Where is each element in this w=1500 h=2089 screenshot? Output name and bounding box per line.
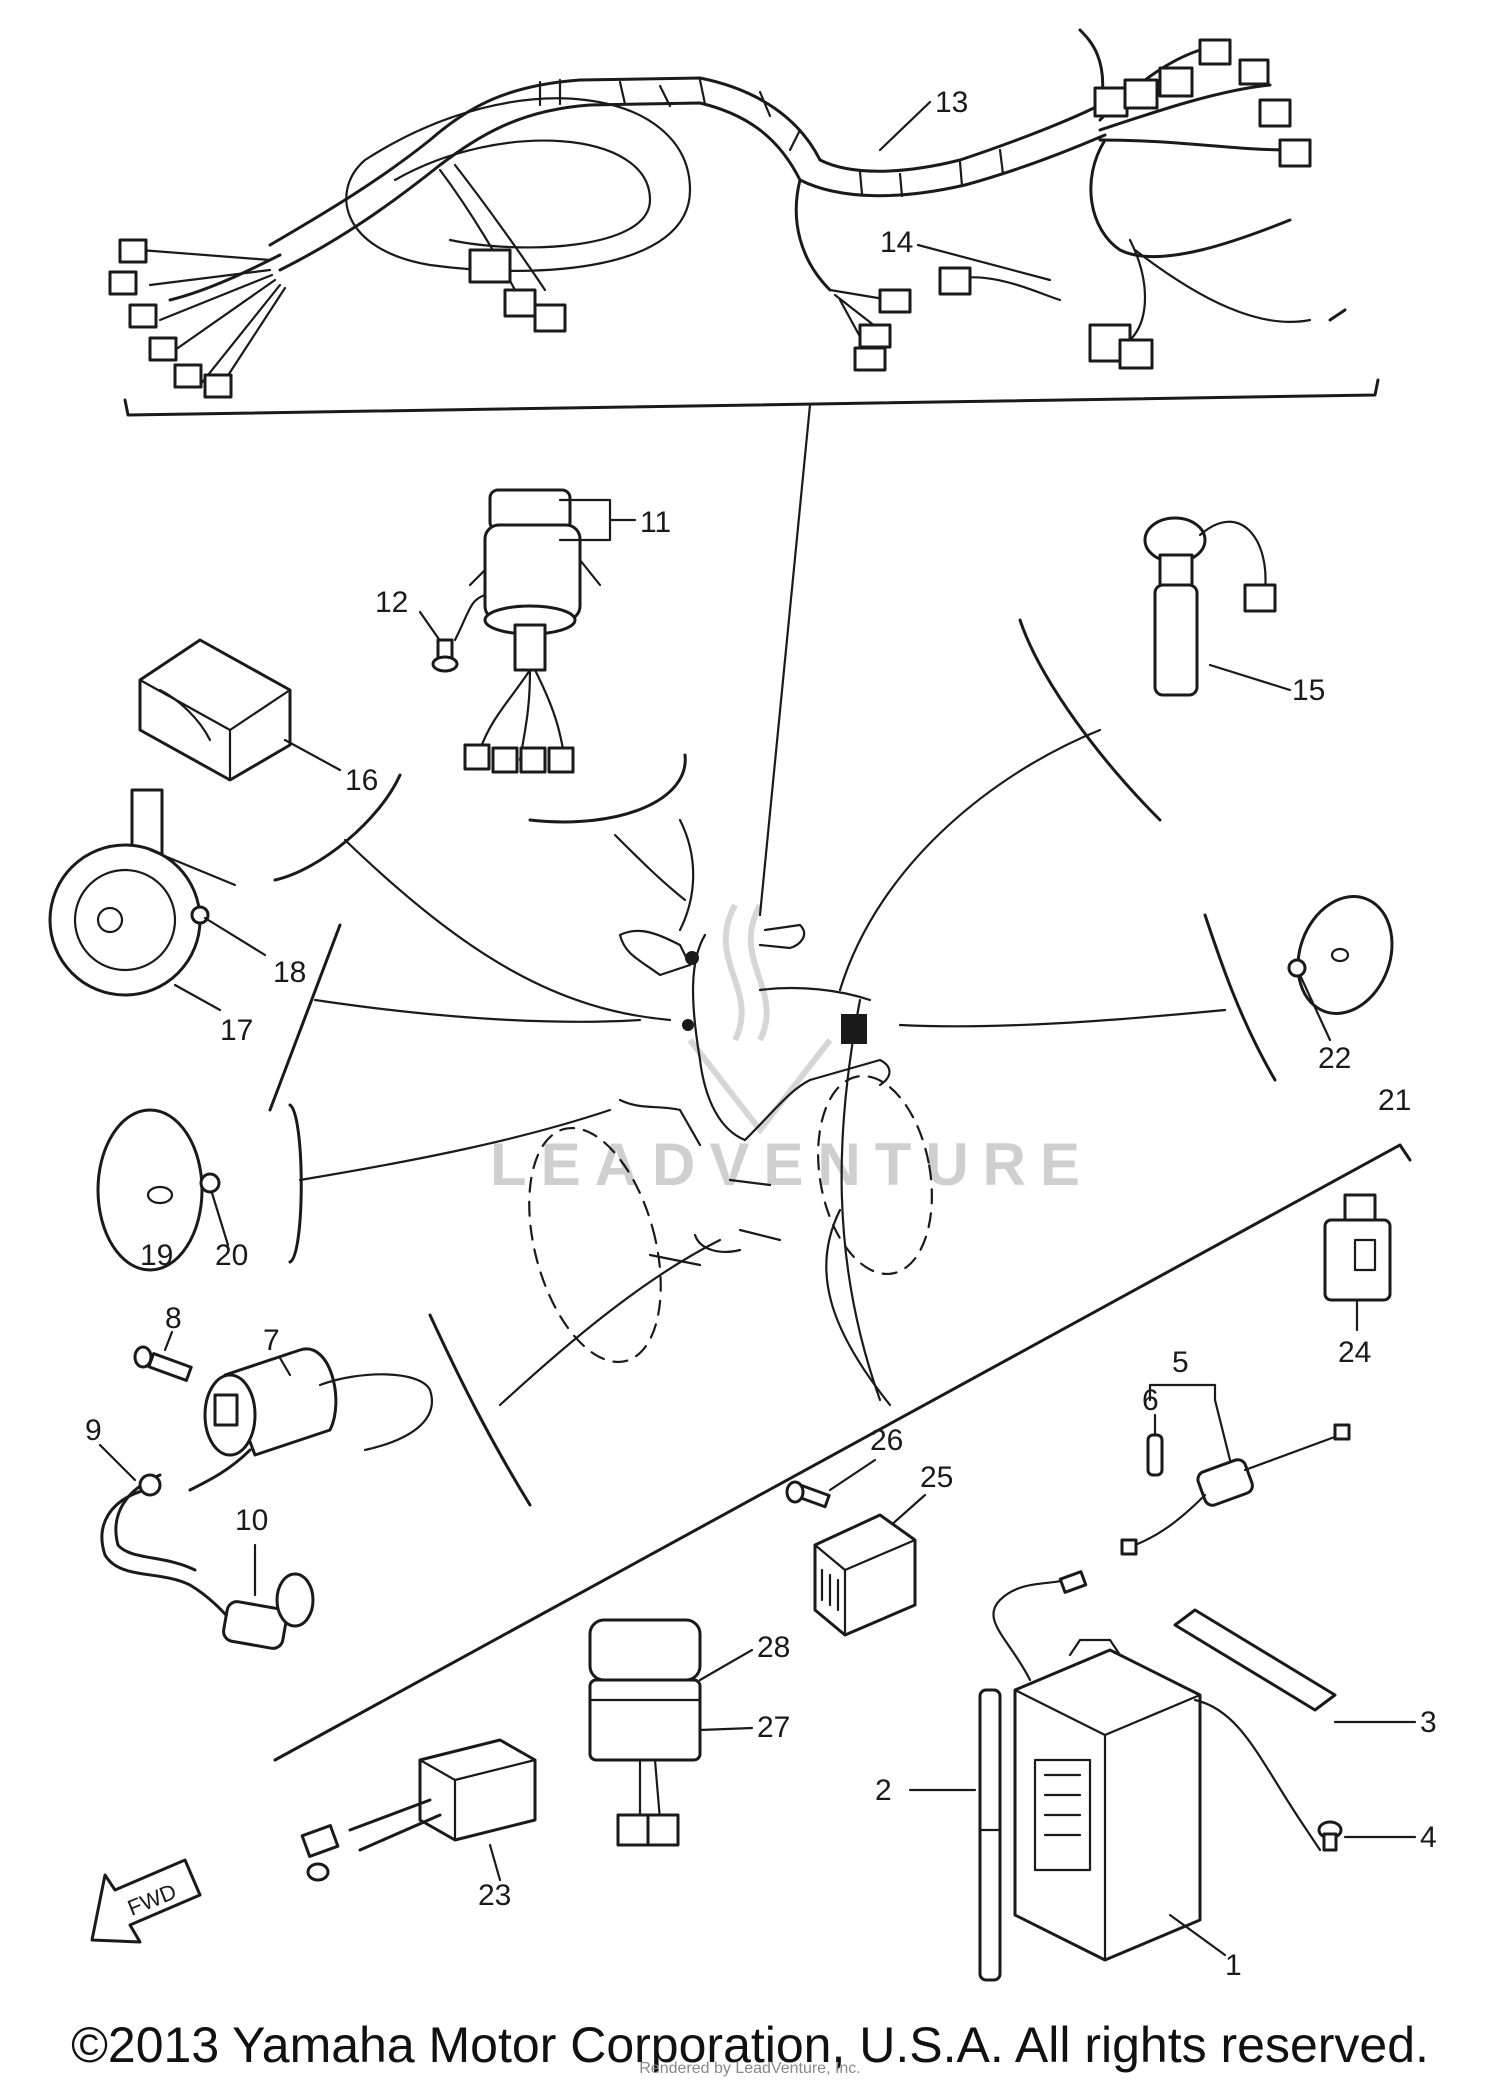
callout-15: 15: [1292, 674, 1325, 707]
bolt-8: [133, 1345, 193, 1382]
leader-23: [488, 1843, 502, 1882]
callout-18: 18: [273, 956, 306, 989]
callout-22: 22: [1318, 1042, 1351, 1075]
callout-21: 21: [1378, 1084, 1411, 1117]
callout-13: 13: [935, 86, 968, 119]
screw-26: [785, 1480, 831, 1509]
relay-27-28: [588, 1618, 702, 1847]
callout-8: 8: [165, 1302, 182, 1335]
watermark-text: LEADVENTURE: [490, 1131, 1094, 1198]
leader-28: [698, 1648, 754, 1682]
leader-1: [1168, 1913, 1227, 1957]
leader-27: [698, 1726, 754, 1732]
rendered-by-text: Rendered by LeadVenture, Inc.: [639, 2060, 861, 2077]
battery-band-2: [978, 1688, 1002, 1982]
callout-28: 28: [757, 1631, 790, 1664]
callout-19: 19: [140, 1239, 173, 1272]
fuse-holder-5: [1120, 1398, 1351, 1556]
leader-22: [1298, 973, 1332, 1042]
fwd-arrow-icon: FWD: [90, 1858, 202, 1944]
ignition-coil-7: [188, 1347, 433, 1492]
unit-23: [300, 1738, 537, 1882]
callout-10: 10: [235, 1504, 268, 1537]
exploded-view-svg: LEADVENTURE: [48, 28, 1437, 1982]
group-brackets: [268, 618, 1412, 1762]
leader-20: [210, 1191, 230, 1247]
callout-23: 23: [478, 1879, 511, 1912]
callout-1: 1: [1225, 1949, 1242, 1982]
callout-9: 9: [85, 1414, 102, 1447]
plug-cap-9-10: [100, 1473, 315, 1650]
leader-12b: [453, 593, 487, 642]
nut-20: [199, 1172, 221, 1194]
screw-12: [431, 638, 459, 673]
battery-1: [992, 1570, 1322, 1962]
callout-6: 6: [1142, 1384, 1159, 1417]
callout-16: 16: [345, 764, 378, 797]
leader-8: [163, 1330, 174, 1352]
unit-15: [1143, 516, 1277, 697]
wire-harness-13: [108, 28, 1380, 417]
watermark-logo: [687, 903, 833, 1135]
callout-11: 11: [640, 506, 671, 539]
callout-20: 20: [215, 1239, 248, 1272]
relay-box-16: [138, 638, 292, 782]
copyright-footer: ©2013 Yamaha Motor Corporation, U.S.A. A…: [71, 2017, 1429, 2073]
battery-plate-3: [1173, 1608, 1337, 1712]
leader-18: [203, 916, 267, 957]
main-switch-11: [463, 488, 602, 774]
horn-17: [48, 788, 237, 997]
callout-4: 4: [1420, 1821, 1437, 1854]
cover-19: [96, 1108, 204, 1272]
callout-26: 26: [870, 1424, 903, 1457]
leader-26: [828, 1458, 877, 1492]
center-leaders: [298, 403, 1227, 1407]
callout-2: 2: [875, 1774, 892, 1807]
callout-12: 12: [375, 586, 408, 619]
callout-7: 7: [263, 1324, 280, 1357]
leader-17: [173, 983, 222, 1012]
callout-3: 3: [1420, 1706, 1437, 1739]
callout-5: 5: [1172, 1346, 1189, 1379]
leader-5-bracket: [1148, 1383, 1217, 1402]
leader-9: [98, 1443, 137, 1482]
callout-25: 25: [920, 1461, 953, 1494]
callout-24: 24: [1338, 1336, 1371, 1369]
leader-15: [1208, 663, 1292, 692]
rectifier-24: [1323, 1193, 1392, 1302]
callout-17: 17: [220, 1014, 253, 1047]
fuse-6: [1146, 1433, 1164, 1477]
leader-16: [283, 738, 342, 772]
cover-21: [1296, 895, 1394, 1015]
screw-22: [1287, 958, 1307, 978]
bracket-19-20: [288, 1103, 303, 1264]
callout-14: 14: [880, 226, 913, 259]
leader-13: [878, 100, 932, 152]
flasher-relay-25: [813, 1513, 917, 1637]
leader-14: [916, 243, 1052, 282]
bolt-18: [190, 905, 210, 925]
callout-27: 27: [757, 1711, 790, 1744]
bolt-4: [1317, 1820, 1343, 1852]
leader-7: [278, 1356, 292, 1377]
